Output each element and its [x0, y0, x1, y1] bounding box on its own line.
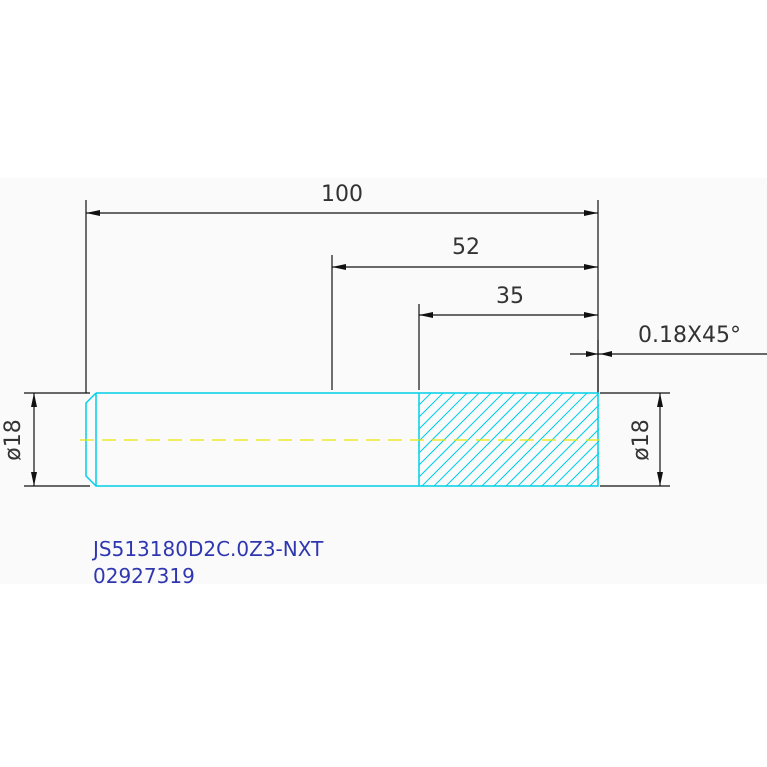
- hatch-line: [419, 393, 456, 430]
- hatch-line: [553, 440, 599, 486]
- hatch-line: [419, 393, 444, 418]
- hatch-line: [445, 393, 540, 486]
- dimension-text-52: 52: [452, 235, 480, 260]
- dimension-diameter-left: ø18: [1, 392, 90, 487]
- dimension-text-35: 35: [496, 284, 524, 309]
- drawing-band: [0, 178, 767, 584]
- dimension-length-35: 35: [418, 284, 598, 390]
- dimension-diameter-right: ø18: [600, 392, 670, 487]
- part-number: JS513180D2C.0Z3-NXT: [91, 537, 324, 561]
- hatch-line: [577, 464, 599, 486]
- dimension-text-100: 100: [321, 182, 363, 207]
- part-code: 02927319: [93, 564, 195, 588]
- dimension-overall-length: 100: [85, 182, 599, 393]
- dimension-length-52: 52: [331, 235, 598, 390]
- hatch-line: [565, 452, 599, 486]
- hatch-line: [469, 393, 564, 486]
- hatch-line: [493, 393, 588, 486]
- dimension-text-diameter-left: ø18: [1, 419, 26, 460]
- dimension-text-diameter-right: ø18: [629, 419, 654, 460]
- chamfer-text: 0.18X45°: [638, 323, 741, 348]
- hatch-line: [421, 393, 516, 486]
- chamfer-callout: 0.18X45°: [570, 323, 767, 393]
